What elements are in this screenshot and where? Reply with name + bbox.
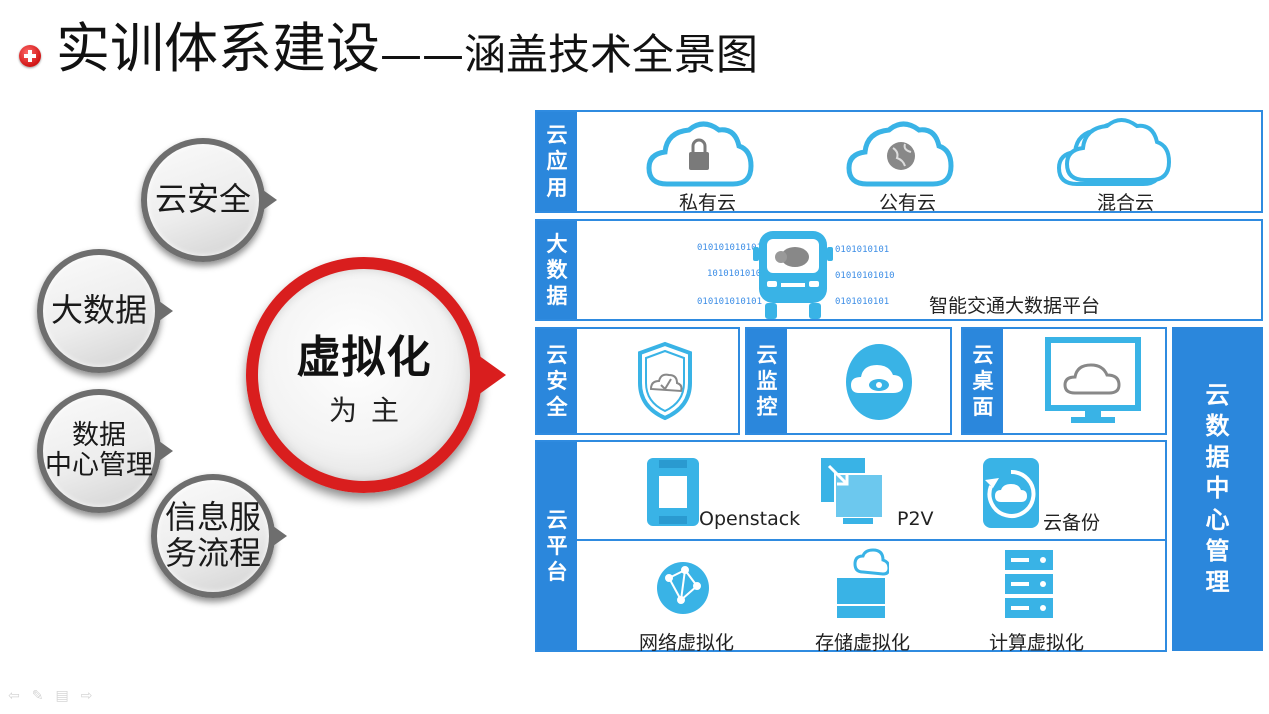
center-main-label: 虚拟化: [296, 332, 432, 383]
center-circle-virtualization: 虚拟化 为主: [246, 257, 482, 493]
menu-icon[interactable]: ▤: [55, 688, 69, 704]
pointer-arrow-icon: [273, 526, 287, 546]
tag-char: 控: [756, 395, 778, 420]
panel-tag: 大 数 据: [537, 221, 577, 319]
hybrid-cloud-icon: [1056, 118, 1172, 186]
tag-char: 面: [972, 395, 994, 420]
panel-cloud-platform: 云 平 台 Openstack P2V 云备份 网络虚拟化: [535, 440, 1167, 654]
private-cloud-lock-icon: [646, 121, 754, 187]
p2v-icon: [821, 458, 884, 524]
tag-char: 云: [972, 342, 994, 367]
tag-char: 数: [546, 257, 568, 282]
prev-arrow-icon[interactable]: ⇦: [8, 688, 20, 704]
circle-info-service: 信息服 务流程: [151, 474, 287, 598]
compute-virtualization-label: 计算虚拟化: [989, 632, 1085, 654]
title-dash: ——: [380, 30, 464, 79]
tag-char: 云: [546, 123, 568, 148]
panel-tag: 云 监 控: [747, 329, 787, 433]
circle-dc-management: 数据 中心管理: [37, 389, 173, 513]
slide-nav: ⇦ ✎ ▤ ⇨: [8, 688, 92, 704]
compute-virtualization-icon: [1005, 550, 1053, 618]
binary-text: 0101010101: [835, 245, 890, 255]
panel-cloud-desktop: 云 桌 面: [961, 327, 1167, 435]
desktop-monitor-icon: [1045, 337, 1141, 423]
storage-virtualization-label: 存储虚拟化: [815, 632, 911, 654]
cloud-backup-icon: [983, 458, 1039, 528]
tag-char: 用: [546, 175, 568, 200]
circle-cloud-security: 云安全: [141, 138, 277, 262]
tag-char: 据: [1205, 443, 1230, 472]
pointer-arrow-icon: [159, 441, 173, 461]
network-virtualization-icon: [657, 562, 709, 614]
tag-char: 云: [756, 342, 778, 367]
tag-char: 全: [546, 395, 568, 420]
binary-text: 1010101010: [707, 269, 762, 279]
circle-big-data: 大数据: [37, 249, 173, 373]
tag-char: 桌: [972, 368, 994, 393]
hybrid-cloud-label: 混合云: [1097, 192, 1155, 214]
public-cloud-label: 公有云: [879, 192, 937, 214]
title-main: 实训体系建设: [56, 17, 380, 80]
panel-tag: 云 桌 面: [963, 329, 1003, 433]
panel-cloud-monitor: 云 监 控: [745, 327, 952, 435]
binary-text: 010101010101: [697, 297, 763, 307]
monitor-eye-icon: [846, 344, 912, 420]
panel-cloud-security: 云 安 全: [535, 327, 740, 435]
page-title: 实训体系建设——涵盖技术全景图: [56, 22, 758, 76]
tag-char: 数: [1205, 412, 1230, 441]
binary-text: 01010101010: [835, 271, 895, 281]
panel-cloud-application: 云 应 用 私有云 公有云 混合云: [535, 110, 1263, 214]
platform-divider: [577, 539, 1165, 541]
dc-management-bar: 云 数 据 中 心 管 理: [1172, 327, 1263, 651]
panel-tag: 云 应 用: [537, 112, 577, 211]
binary-text: 010101010101: [697, 243, 763, 253]
tag-char: 理: [1205, 567, 1230, 596]
circle-label-line2: 中心管理: [45, 450, 153, 481]
tag-char: 心: [1205, 505, 1230, 534]
center-pointer-arrow-icon: [478, 355, 506, 395]
tag-char: 应: [546, 149, 568, 174]
panel-big-data: 大 数 据 010101010101 1010101010 0101010101…: [535, 219, 1263, 321]
tag-char: 大: [546, 231, 568, 256]
p2v-label: P2V: [897, 508, 934, 530]
panel-tag: 云 平 台: [537, 442, 577, 650]
next-arrow-icon[interactable]: ⇨: [80, 688, 93, 704]
circle-label-line2: 务流程: [164, 534, 261, 572]
network-virtualization-label: 网络虚拟化: [639, 632, 735, 654]
tag-char: 云: [1205, 380, 1230, 409]
traffic-platform-label: 智能交通大数据平台: [929, 295, 1101, 317]
pointer-arrow-icon: [159, 301, 173, 321]
openstack-icon: [647, 458, 699, 526]
center-sub-label: 为主: [328, 394, 413, 427]
circle-label: 数据 中心管理: [45, 419, 153, 481]
tag-char: 管: [1205, 536, 1230, 565]
panel-tag: 云 安 全: [537, 329, 577, 433]
title-sub: 涵盖技术全景图: [464, 30, 759, 79]
circle-label-line1: 数据: [72, 419, 126, 451]
private-cloud-label: 私有云: [679, 192, 737, 214]
tag-char: 监: [756, 368, 778, 393]
tag-char: 云: [546, 342, 568, 367]
cloud-backup-label: 云备份: [1043, 512, 1101, 534]
public-cloud-globe-icon: [846, 121, 954, 187]
tag-char: 据: [546, 284, 568, 309]
circle-label: 信息服 务流程: [164, 498, 261, 572]
circle-label-line1: 信息服: [164, 498, 261, 537]
tag-char: 平: [546, 533, 568, 558]
openstack-label: Openstack: [699, 508, 801, 530]
title-bullet-icon: [19, 45, 41, 67]
shield-icon: [638, 341, 692, 421]
tag-char: 云: [546, 507, 568, 532]
pointer-arrow-icon: [263, 190, 277, 210]
storage-virtualization-icon: [837, 548, 889, 618]
tag-char: 台: [546, 560, 568, 585]
bus-elephant-icon: [753, 231, 833, 319]
tag-char: 安: [546, 368, 568, 393]
binary-text: 0101010101: [835, 297, 890, 307]
tag-char: 中: [1205, 474, 1230, 503]
pen-icon[interactable]: ✎: [31, 688, 44, 704]
circle-label: 云安全: [154, 180, 251, 219]
circle-label: 大数据: [50, 291, 147, 330]
